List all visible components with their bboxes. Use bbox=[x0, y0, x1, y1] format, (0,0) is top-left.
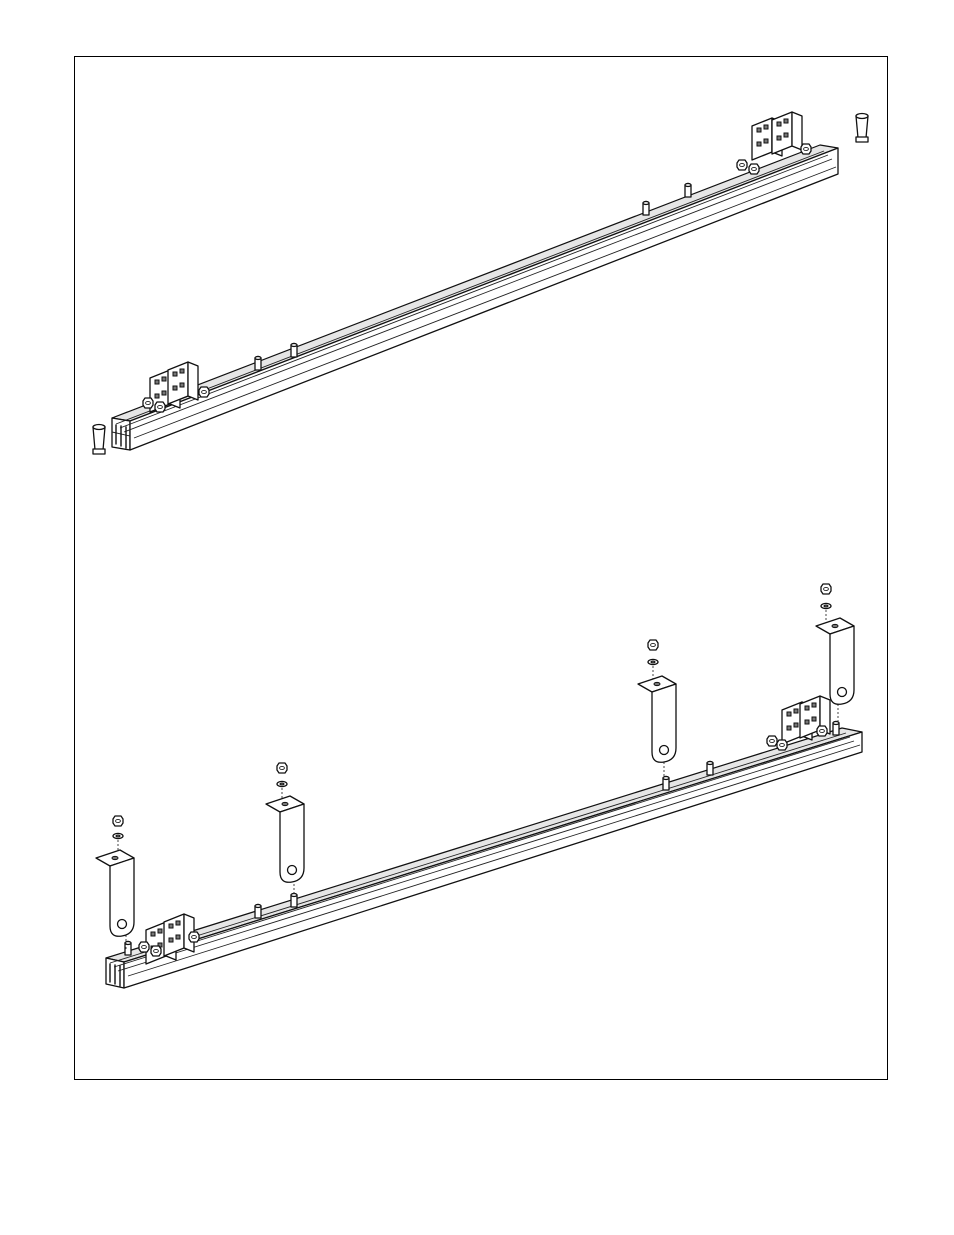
stud bbox=[255, 357, 261, 371]
top-rail-assembly bbox=[93, 112, 868, 454]
hanger-bracket-1 bbox=[96, 816, 134, 950]
stud bbox=[643, 202, 649, 216]
rail-front-face bbox=[130, 148, 838, 450]
mounting-bracket-right-rear bbox=[772, 112, 802, 154]
hanger-bracket-3 bbox=[638, 640, 676, 776]
stud bbox=[833, 722, 839, 736]
stud bbox=[255, 905, 261, 919]
stud bbox=[663, 777, 669, 791]
end-cap-right bbox=[856, 114, 868, 143]
stud bbox=[707, 762, 713, 776]
stud bbox=[685, 184, 691, 198]
mounting-bracket-left-rear bbox=[168, 362, 198, 404]
bottom-rail-assembly bbox=[96, 584, 862, 988]
stud bbox=[291, 894, 297, 908]
hanger-bracket-2 bbox=[266, 763, 304, 896]
rail-top-face bbox=[112, 145, 838, 421]
rail-front-face bbox=[124, 732, 862, 988]
end-cap-left bbox=[93, 425, 105, 455]
stud bbox=[291, 344, 297, 358]
